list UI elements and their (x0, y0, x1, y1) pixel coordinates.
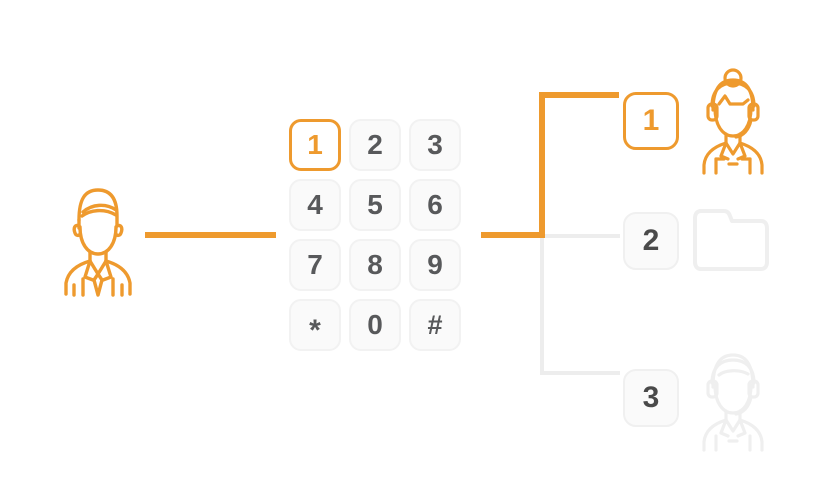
option-row-1[interactable]: 1 (623, 66, 775, 176)
keypad-key-6[interactable]: 6 (409, 179, 461, 231)
option-box-1[interactable]: 1 (623, 92, 679, 150)
option-row-2[interactable]: 2 (623, 205, 775, 277)
agent-headset-icon (691, 66, 775, 176)
person-businessman-icon (52, 182, 144, 298)
connector-branch-to-option-2 (540, 234, 620, 238)
keypad-key-hash[interactable]: # (409, 299, 461, 351)
keypad-key-8[interactable]: 8 (349, 239, 401, 291)
keypad-key-9[interactable]: 9 (409, 239, 461, 291)
dial-pad[interactable]: 1 2 3 4 5 6 7 8 9 * 0 # (289, 119, 461, 351)
keypad-key-5[interactable]: 5 (349, 179, 401, 231)
keypad-key-4[interactable]: 4 (289, 179, 341, 231)
keypad-key-star[interactable]: * (289, 299, 341, 351)
option-box-2[interactable]: 2 (623, 212, 679, 270)
folder-icon (691, 205, 775, 277)
option-row-3[interactable]: 3 (623, 343, 775, 453)
keypad-key-1[interactable]: 1 (289, 119, 341, 171)
connector-caller-to-keypad (145, 232, 276, 238)
hash-glyph: # (427, 309, 443, 340)
option-box-3[interactable]: 3 (623, 369, 679, 427)
keypad-key-7[interactable]: 7 (289, 239, 341, 291)
connector-keypad-to-trunk (481, 232, 545, 238)
connector-branch-to-option-1 (539, 92, 619, 98)
asterisk-glyph: * (309, 314, 321, 347)
connector-trunk-riser (539, 92, 545, 238)
connector-branch-to-option-3 (540, 371, 620, 375)
keypad-key-3[interactable]: 3 (409, 119, 461, 171)
agent-headset-icon-muted (691, 343, 775, 453)
keypad-key-0[interactable]: 0 (349, 299, 401, 351)
connector-trunk-descender (540, 236, 544, 375)
keypad-key-2[interactable]: 2 (349, 119, 401, 171)
